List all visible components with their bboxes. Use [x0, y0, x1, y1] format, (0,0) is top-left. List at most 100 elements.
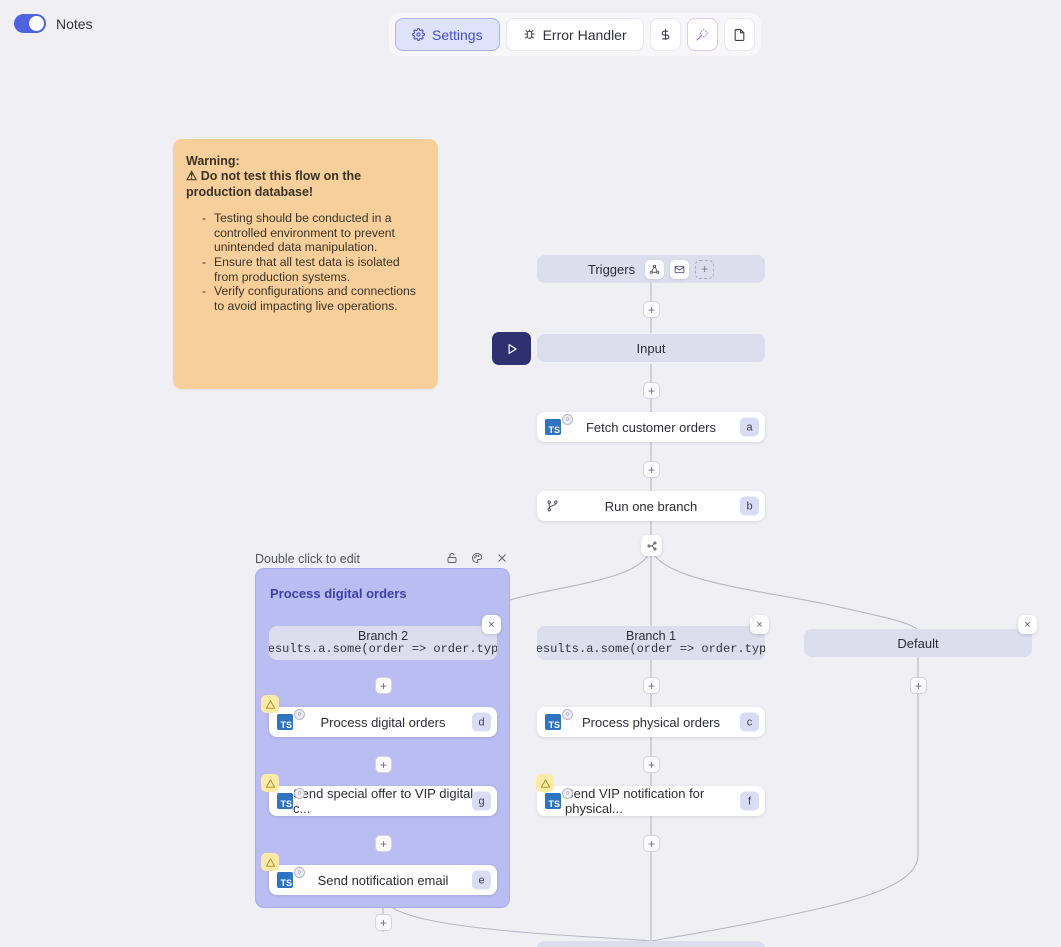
add-trigger-button[interactable]: + [695, 259, 715, 279]
node-label: Send special offer to VIP digital c... [293, 786, 474, 816]
triggers-label: Triggers [587, 261, 636, 277]
typescript-icon: TS ○ [545, 414, 573, 435]
toolbar-segment-group: Settings Error Handler [389, 13, 761, 56]
file-button[interactable] [723, 18, 755, 51]
webhook-icon[interactable] [645, 259, 665, 279]
settings-button-label: Settings [432, 26, 483, 43]
node-run-one-branch[interactable]: Run one branch b [537, 491, 765, 521]
remove-branch-button[interactable]: × [482, 615, 501, 634]
add-step-button[interactable]: + [375, 835, 392, 852]
remove-branch-button[interactable]: × [1018, 615, 1037, 634]
node-send-notification-email[interactable]: TS ○ Send notification email e [261, 853, 497, 895]
list-item: Ensure that all test data is isolated fr… [202, 255, 424, 284]
run-flow-button[interactable] [492, 332, 531, 365]
branch-label: Branch 1 [625, 629, 677, 644]
branch-node-default[interactable]: Default [804, 629, 1032, 657]
node-fetch-customer-orders[interactable]: TS ○ Fetch customer orders a [537, 412, 765, 442]
node-letter-badge: b [740, 496, 759, 516]
branch-node-1[interactable]: Branch 1 results.a.some(order => order.t… [537, 626, 765, 660]
magic-button[interactable] [686, 18, 718, 51]
warning-note[interactable]: Warning: ⚠ Do not test this flow on the … [173, 139, 438, 389]
cost-button[interactable] [649, 18, 681, 51]
node-letter-badge: f [740, 791, 759, 811]
branch-node-2[interactable]: Branch 2 results.a.some(order => order.t… [269, 626, 497, 660]
triggers-node[interactable]: Triggers + [537, 255, 765, 283]
notes-toggle[interactable] [14, 14, 46, 33]
notes-toggle-group: Notes [14, 14, 93, 33]
group-process-digital-orders[interactable] [255, 568, 510, 908]
input-node[interactable]: Input [537, 334, 765, 362]
group-title: Process digital orders [270, 586, 407, 601]
node-process-digital-orders[interactable]: TS ○ Process digital orders d [261, 695, 497, 737]
dollar-icon [659, 27, 672, 42]
notes-label: Notes [56, 15, 93, 32]
add-step-button[interactable]: + [643, 677, 660, 694]
bug-icon [523, 28, 536, 41]
typescript-icon: TS ○ [277, 709, 305, 730]
branch-expression: results.a.some(order => order.type [537, 642, 765, 657]
ts-label: TS [280, 878, 292, 888]
merge-node[interactable] [537, 941, 765, 947]
close-icon[interactable] [496, 552, 508, 564]
node-process-physical-orders[interactable]: TS ○ Process physical orders c [537, 707, 765, 737]
add-step-button[interactable]: + [643, 461, 660, 478]
add-step-button[interactable]: + [910, 677, 927, 694]
file-icon [733, 28, 746, 42]
branch-icon [546, 500, 559, 513]
node-letter-badge: a [740, 417, 759, 437]
note-title: Warning: [186, 154, 240, 168]
remove-branch-button[interactable]: × [750, 615, 769, 634]
gear-icon [412, 28, 425, 41]
add-step-button[interactable]: + [375, 677, 392, 694]
add-step-button[interactable]: + [643, 301, 660, 318]
branch-split-icon[interactable] [641, 535, 662, 556]
note-list: Testing should be conducted in a control… [202, 211, 424, 313]
envelope-icon[interactable] [670, 259, 690, 279]
error-handler-label: Error Handler [542, 26, 627, 43]
palette-icon[interactable] [471, 552, 483, 564]
typescript-icon: TS ○ [277, 867, 305, 888]
ts-label: TS [280, 799, 292, 809]
node-label: Process physical orders [582, 714, 720, 730]
typescript-icon: TS ○ [545, 709, 573, 730]
branch-label: Branch 2 [357, 629, 409, 644]
error-handler-button[interactable]: Error Handler [505, 18, 644, 51]
node-label: Send VIP notification for physical... [565, 786, 705, 816]
list-item: Testing should be conducted in a control… [202, 211, 424, 255]
node-send-special-offer[interactable]: TS ○ Send special offer to VIP digital c… [261, 774, 497, 816]
add-step-button[interactable]: + [643, 756, 660, 773]
add-step-button[interactable]: + [643, 835, 660, 852]
node-label: Fetch customer orders [585, 419, 717, 435]
ts-label: TS [548, 720, 560, 730]
note-headline-text: Do not test this flow on the production … [186, 169, 362, 199]
node-label: Run one branch [604, 498, 698, 514]
note-headline: ⚠ Do not test this flow on the productio… [186, 169, 424, 200]
node-letter-badge: c [740, 712, 759, 732]
node-send-vip-notification[interactable]: TS ○ Send VIP notification for physical.… [536, 774, 765, 816]
warning-icon [261, 853, 279, 871]
input-label: Input [636, 340, 666, 356]
warning-icon [261, 774, 279, 792]
node-label: Process digital orders [320, 714, 446, 730]
add-step-button[interactable]: + [375, 756, 392, 773]
add-step-button[interactable]: + [375, 914, 392, 931]
group-hint-label: Double click to edit [255, 552, 360, 566]
typescript-icon: TS ○ [545, 788, 573, 809]
node-status-icon: ○ [562, 414, 573, 425]
typescript-icon: TS ○ [277, 788, 305, 809]
top-toolbar: Notes Settings Erro [0, 0, 1061, 60]
node-letter-badge: g [472, 791, 491, 811]
add-step-button[interactable]: + [643, 382, 660, 399]
node-letter-badge: d [472, 712, 491, 732]
node-label: Send notification email [317, 872, 449, 888]
branch-expression: results.a.some(order => order.type [269, 642, 497, 657]
play-icon [508, 343, 517, 354]
lock-icon[interactable] [446, 552, 458, 564]
node-letter-badge: e [472, 870, 491, 890]
toggle-knob [29, 16, 44, 31]
group-toolbar [446, 552, 508, 564]
list-item: Verify configurations and connections to… [202, 284, 424, 313]
settings-button[interactable]: Settings [395, 18, 500, 51]
ts-label: TS [548, 425, 560, 435]
